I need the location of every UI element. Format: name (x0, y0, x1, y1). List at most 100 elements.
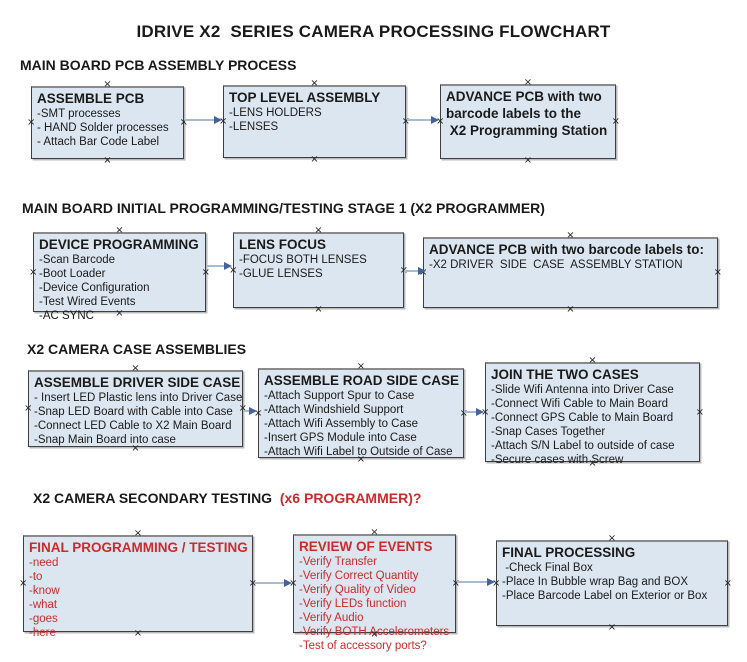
connection-handle-icon: × (310, 78, 319, 89)
arrow-head-icon (224, 262, 232, 270)
connection-handle-icon: × (310, 154, 319, 165)
flow-box-assemble-driver-side-case[interactable]: ASSEMBLE DRIVER SIDE CASE - Insert LED P… (24, 364, 247, 454)
box-item-group: -need-to-know-what-goes-here (29, 556, 248, 640)
box-item-group: -Attach Support Spur to Case -Attach Wind… (264, 389, 459, 459)
section-heading-secondary-testing: X2 CAMERA SECONDARY TESTING (x6 PROGRAMM… (33, 490, 421, 506)
flow-box-final-processing[interactable]: FINAL PROCESSING -Check Final Box-Place … (492, 534, 732, 633)
box-title-group: ASSEMBLE PCB (37, 90, 179, 107)
connection-handle-icon: × (115, 225, 124, 236)
box-item: -Snap Cases Together (491, 426, 606, 438)
box-item: -Verify Quality of Video (299, 584, 416, 596)
section-heading-case-assemblies: X2 CAMERA CASE ASSEMBLIES (27, 341, 247, 357)
connection-handle-icon: × (19, 578, 28, 589)
box-item: -goes (29, 613, 58, 625)
box-item: -know (29, 585, 60, 597)
flow-box-final-programming-testing[interactable]: FINAL PROGRAMMING / TESTING -need -to -kno… (19, 529, 257, 640)
connection-handle-icon: × (523, 77, 533, 88)
arrow-head-icon (476, 408, 484, 416)
box-item: -what (29, 599, 58, 611)
box-item: -Attach Support Spur to Case (264, 390, 415, 402)
box-item: -Connect LED Cable to X2 Main Board (34, 420, 232, 432)
box-title-line: LENS FOCUS (239, 237, 327, 252)
box-item: -Connect Wifi Cable to Main Board (491, 398, 669, 410)
box-item: -FOCUS BOTH LENSES (239, 254, 367, 266)
box-title-line: DEVICE PROGRAMMING (39, 237, 199, 252)
flow-box-device-programming[interactable]: DEVICE PROGRAMMING -Scan Barcode -Boot Lo… (29, 226, 210, 323)
box-title-group: TOP LEVEL ASSEMBLY (229, 89, 401, 106)
box-title-group: JOIN THE TWO CASES (491, 366, 695, 383)
box-item: -Connect GPS Cable to Main Board (491, 412, 674, 424)
box-title-line: ASSEMBLE ROAD SIDE CASE (264, 373, 460, 388)
box-item: -Slide Wifi Antenna into Driver Case (491, 384, 674, 396)
flow-box-top-level-assembly[interactable]: TOP LEVEL ASSEMBLY -LENS HOLDERS-LENSES … (219, 79, 410, 165)
connection-handle-icon: × (588, 355, 597, 366)
box-item: -GLUE LENSES (239, 268, 323, 280)
arrow-line (407, 119, 433, 121)
box-title-line: REVIEW OF EVENTS (299, 539, 433, 554)
flow-arrow-right-icon[interactable] (407, 114, 439, 126)
box-title-group: REVIEW OF EVENTS (299, 538, 451, 555)
connection-handle-icon: × (314, 225, 323, 236)
box-item: -to (29, 571, 43, 583)
box-item: -need (29, 557, 59, 569)
page-title: IDRIVE X2 SERIES CAMERA PROCESSING FLOWC… (136, 22, 611, 41)
arrow-head-icon (431, 116, 439, 124)
box-title-line: FINAL PROCESSING (502, 545, 636, 560)
box-item: -Device Configuration (39, 282, 150, 294)
flow-arrow-right-icon[interactable] (254, 577, 292, 589)
box-item: - Insert LED Plastic lens into Driver Ca… (34, 392, 243, 404)
flow-arrow-right-icon[interactable] (185, 114, 222, 126)
box-title-line: FINAL PROGRAMMING / TESTING (29, 540, 248, 555)
flow-box-review-of-events[interactable]: REVIEW OF EVENTS -Verify Transfer -Verify… (289, 528, 460, 653)
arrow-head-icon (284, 579, 292, 587)
flow-arrow-right-icon[interactable] (457, 576, 495, 588)
box-item: -Attach S/N Label to outside of case (491, 440, 675, 452)
box-item-group: -LENS HOLDERS-LENSES (229, 106, 401, 134)
box-item: -Secure cases with Screw (491, 454, 624, 466)
connection-handle-icon: × (356, 361, 366, 372)
box-item: -Verify BOTH Accelerometers (299, 626, 450, 638)
connection-handle-icon: × (103, 155, 112, 166)
box-title-group: ADVANCE PCB with two barcode labels to: (429, 241, 713, 258)
flow-box-lens-focus[interactable]: LENS FOCUS -FOCUS BOTH LENSES -GLUE LENSE… (229, 226, 408, 315)
flow-box-assemble-pcb[interactable]: ASSEMBLE PCB -SMT processes- HAND Solder… (27, 80, 188, 166)
connection-handle-icon: × (29, 266, 38, 278)
flow-arrow-right-icon[interactable] (207, 260, 232, 272)
flow-box-advance-pcb-driver-side[interactable]: ADVANCE PCB with two barcode labels to: … (419, 231, 722, 315)
section-heading-pcb-assembly: MAIN BOARD PCB ASSEMBLY PROCESS (20, 57, 297, 73)
arrow-head-icon (487, 578, 495, 586)
connection-handle-icon: × (607, 533, 617, 544)
flow-arrow-right-icon[interactable] (244, 405, 257, 417)
box-item: -Test Wired Events (39, 296, 136, 308)
connection-handle-icon: × (713, 267, 722, 278)
box-title-line: JOIN THE TWO CASES (491, 367, 639, 382)
arrow-line (207, 265, 226, 267)
flow-arrow-right-icon[interactable] (464, 406, 484, 418)
connection-handle-icon: × (24, 403, 33, 414)
box-item: -Scan Barcode (39, 254, 116, 266)
box-title-group: DEVICE PROGRAMMING (39, 236, 201, 253)
box-title-group: ASSEMBLE DRIVER SIDE CASE (34, 374, 240, 391)
connection-handle-icon: × (133, 528, 143, 539)
section-heading-initial-programming: MAIN BOARD INITIAL PROGRAMMING/TESTING S… (22, 200, 545, 216)
flow-arrow-right-icon[interactable] (404, 265, 426, 277)
box-item-group: -Slide Wifi Antenna into Driver Case -Con… (491, 383, 695, 467)
box-item: - Attach Bar Code Label (37, 136, 160, 148)
flow-box-assemble-road-side-case[interactable]: ASSEMBLE ROAD SIDE CASE -Attach Support … (254, 362, 468, 465)
box-title-group: ASSEMBLE ROAD SIDE CASE (264, 372, 459, 389)
box-item: -Snap Main Board into case (34, 434, 176, 446)
flow-box-join-the-two-cases[interactable]: JOIN THE TWO CASES -Slide Wifi Antenna i… (481, 356, 704, 469)
box-item: -Verify Transfer (299, 556, 377, 568)
box-item: -Boot Loader (39, 268, 106, 280)
box-item-group: -SMT processes- HAND Solder processes- A… (37, 107, 179, 149)
box-title-line: barcode labels to the (446, 106, 582, 121)
box-item: -Attach Windshield Support (264, 404, 404, 416)
box-title-group: LENS FOCUS (239, 236, 399, 253)
box-item: -Place Barcode Label on Exterior or Box (502, 590, 708, 602)
box-item: -Verify Audio (299, 612, 364, 624)
connection-handle-icon: × (103, 79, 112, 90)
connection-handle-icon: × (314, 304, 323, 315)
box-item-group: - Insert LED Plastic lens into Driver Ca… (34, 391, 243, 447)
